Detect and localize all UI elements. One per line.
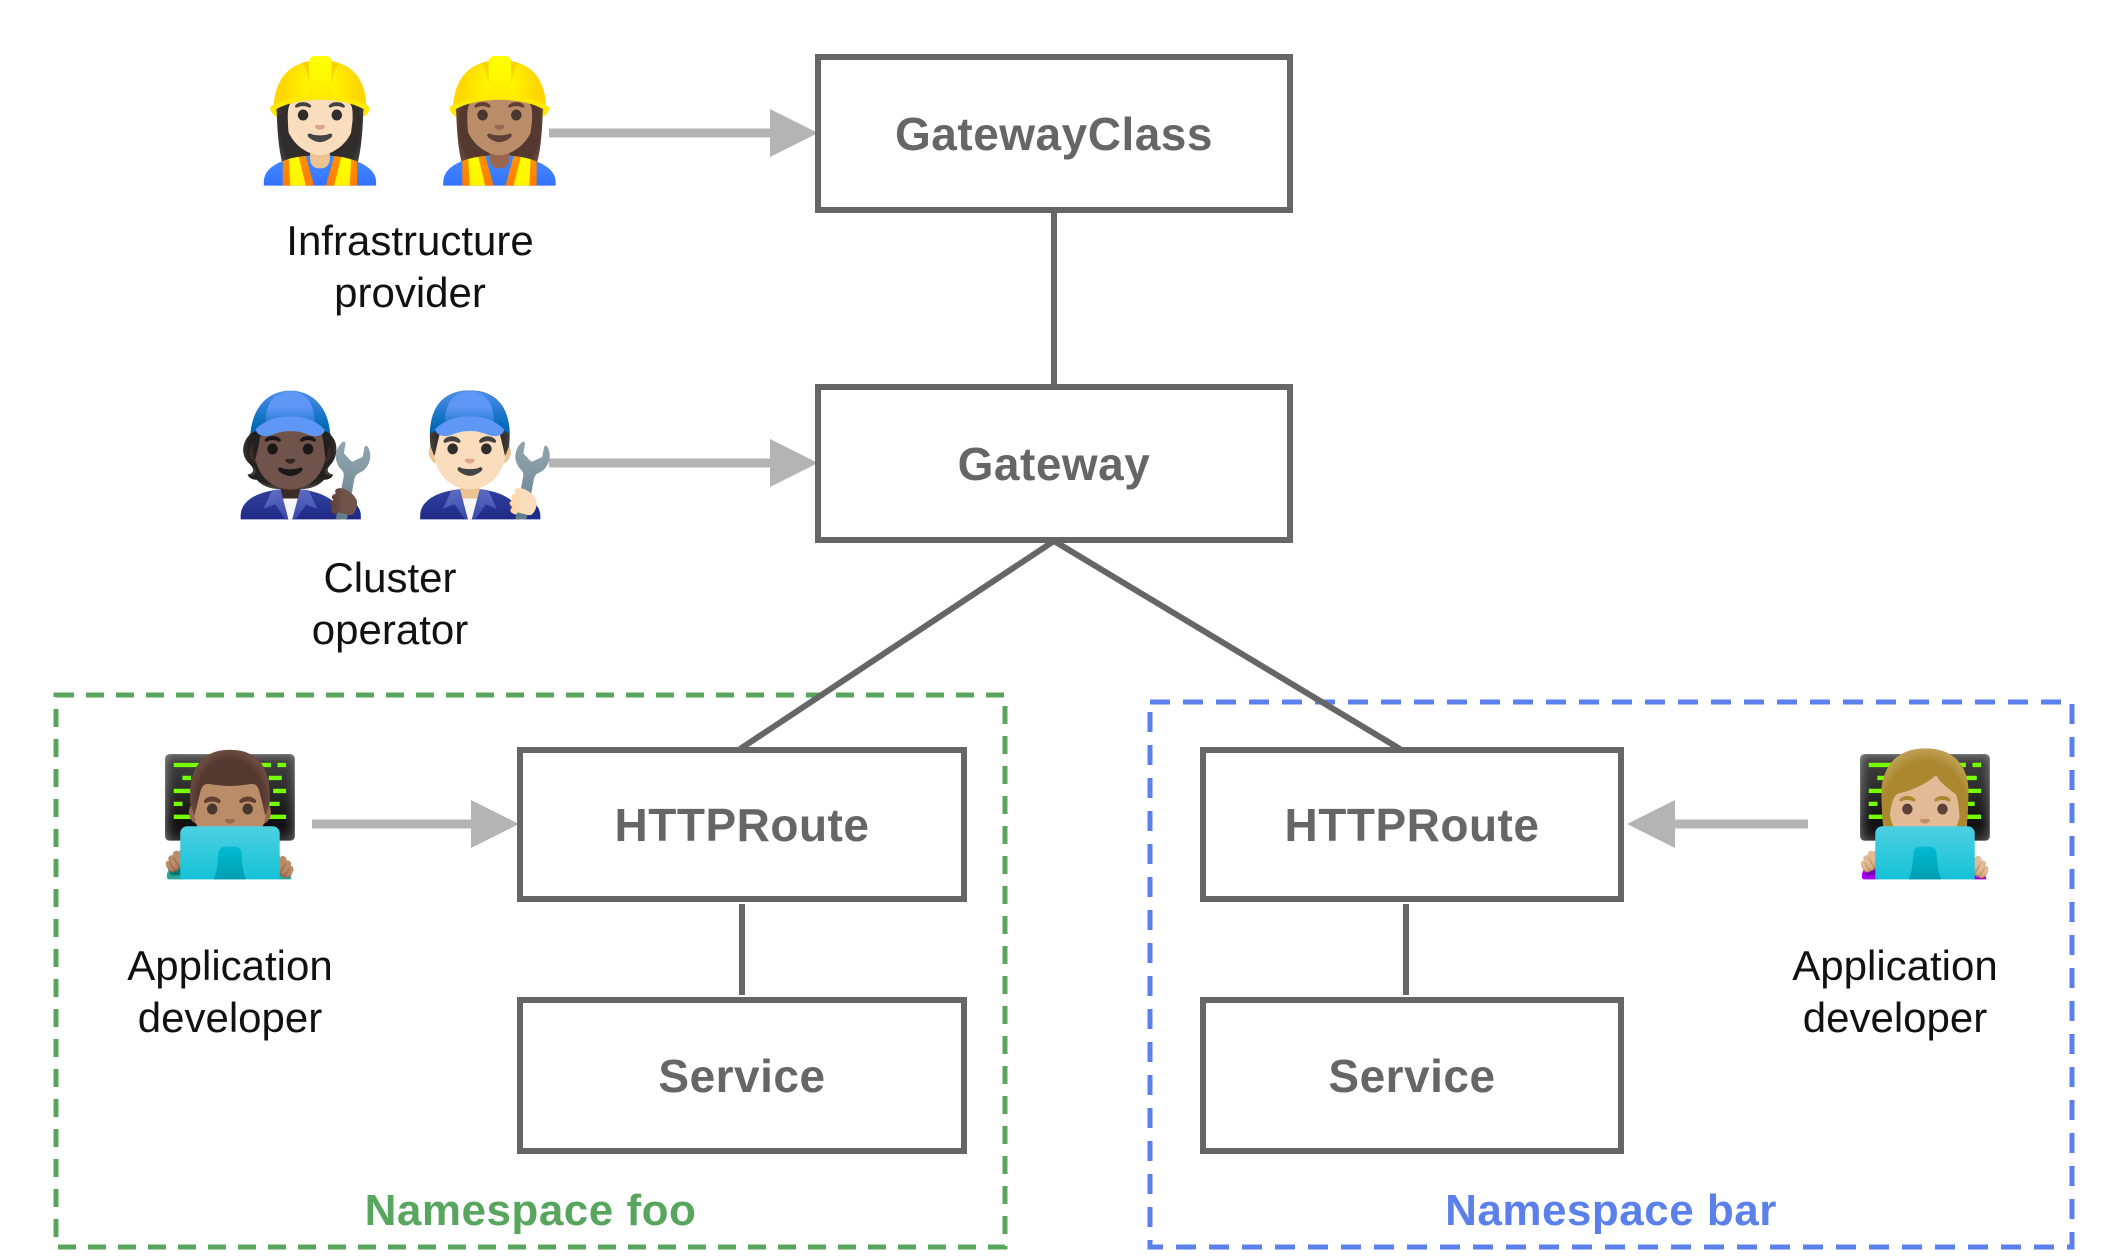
application-developer-foo-label-line2: developer [137, 994, 323, 1042]
node-httproute-foo: HTTPRoute [517, 747, 967, 902]
node-httproute-foo-label: HTTPRoute [614, 798, 870, 851]
namespace-bar-boundary [1147, 699, 2075, 1250]
arrow-cluster-operator-to-gateway [549, 439, 818, 487]
infrastructure-provider-emoji-icon: 👷🏻‍♀️ 👷🏽‍♀️ [246, 55, 574, 187]
node-gatewayclass: GatewayClass [815, 54, 1293, 213]
arrow-app-developer-to-httproute-bar [1627, 800, 1808, 848]
node-httproute-bar: HTTPRoute [1200, 747, 1624, 902]
application-developer-foo-emoji-icon: 👨🏽‍💻 [156, 749, 304, 881]
application-developer-bar-emoji-icon: 👩🏼‍💻 [1851, 749, 1999, 881]
arrow-app-developer-to-httproute-foo [312, 800, 519, 848]
cluster-operator-label-line1: Cluster [323, 554, 457, 601]
application-developer-foo-label-line1: Application [127, 942, 333, 989]
node-gateway: Gateway [815, 384, 1293, 543]
cluster-operator-emoji-icon: 🧑🏿‍🔧 👨🏻‍🔧 [232, 389, 559, 521]
infrastructure-provider-label-line2: provider [334, 269, 486, 317]
application-developer-bar-label-line1: Application [1792, 942, 1998, 989]
node-gatewayclass-label: GatewayClass [895, 107, 1213, 160]
node-service-foo: Service [517, 997, 967, 1154]
edge-gateway-httproute-foo [738, 538, 1056, 752]
infrastructure-provider-label-line1: Infrastructure [286, 217, 534, 264]
node-service-bar-label: Service [1328, 1049, 1496, 1102]
node-service-bar: Service [1200, 997, 1624, 1154]
cluster-operator-label: Cluster operator [190, 552, 590, 656]
application-developer-bar-label-line2: developer [1802, 994, 1988, 1042]
node-service-foo-label: Service [658, 1049, 826, 1102]
cluster-operator-label-line2: operator [311, 606, 469, 654]
node-httproute-bar-label: HTTPRoute [1284, 798, 1540, 851]
node-gateway-label: Gateway [957, 437, 1151, 490]
edge-gateway-httproute-bar [1052, 538, 1402, 752]
infrastructure-provider-label: Infrastructure provider [190, 215, 630, 319]
namespace-bar-label: Namespace bar [1445, 1186, 1777, 1235]
arrow-infrastructure-provider-to-gatewayclass [549, 109, 818, 157]
namespace-foo-label: Namespace foo [364, 1186, 697, 1235]
application-developer-bar-label: Application developer [1695, 940, 2095, 1044]
application-developer-foo-label: Application developer [30, 940, 430, 1044]
